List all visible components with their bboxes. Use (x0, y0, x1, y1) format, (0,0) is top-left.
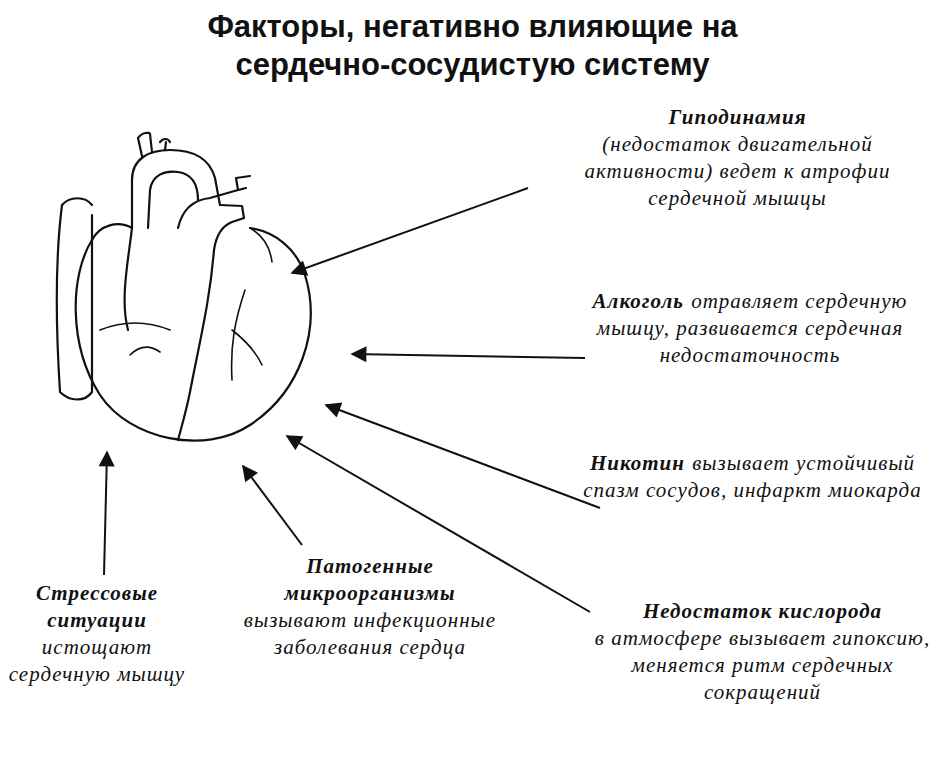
factor-name: Гиподинамия (545, 104, 930, 131)
factor-effect: в атмосфере вызывает гипоксию, меняется … (595, 626, 930, 704)
aorta (132, 150, 220, 228)
factor-name: Никотин (590, 451, 685, 475)
aorta-inner (148, 172, 198, 228)
factor-label: Никотинвызывает устойчивый спазм сосудов… (580, 450, 925, 504)
factor-effect: вызывают инфекционные заболевания сердца (244, 608, 496, 659)
leader-arrow (243, 466, 302, 545)
factor-label: Алкогольотравляет сердечную мышцу, разви… (570, 288, 930, 369)
pulmonary-branch (238, 188, 246, 190)
pulmonary-artery (178, 176, 250, 250)
title-box: Факторы, негативно влияющие на сердечно-… (0, 8, 945, 84)
coronary-vessels (100, 290, 262, 380)
vena-cava-top (62, 198, 92, 205)
diagram-title: Факторы, негативно влияющие на сердечно-… (163, 8, 783, 84)
aorta-branch-tops (138, 133, 170, 142)
factor-effect: истощают сердечную мышцу (9, 635, 185, 686)
heart-body (76, 228, 311, 441)
atrium (92, 224, 132, 330)
factor-label: Патогенные микроорганизмывызывают инфекц… (225, 553, 515, 661)
factor-name: Алкоголь (593, 289, 684, 313)
left-atrium (250, 228, 272, 262)
leader-arrow (352, 354, 585, 358)
leader-arrow (104, 452, 107, 575)
factor-label: Недостаток кислородав атмосфере вызывает… (585, 598, 940, 706)
factor-label: Гиподинамия(недостаток двигательной акти… (545, 104, 930, 212)
leader-arrow (292, 188, 528, 273)
leader-arrow (326, 405, 600, 508)
factor-name: Патогенные микроорганизмы (225, 553, 515, 607)
factor-name: Недостаток кислорода (585, 598, 940, 625)
aorta-branches (138, 134, 166, 156)
factor-effect: (недостаток двигательной активности) вед… (585, 132, 891, 210)
factor-name: Стрессовые ситуации (2, 580, 192, 634)
factor-label: Стрессовые ситуацииистощают сердечную мы… (2, 580, 192, 688)
interventricular-groove (178, 250, 214, 440)
